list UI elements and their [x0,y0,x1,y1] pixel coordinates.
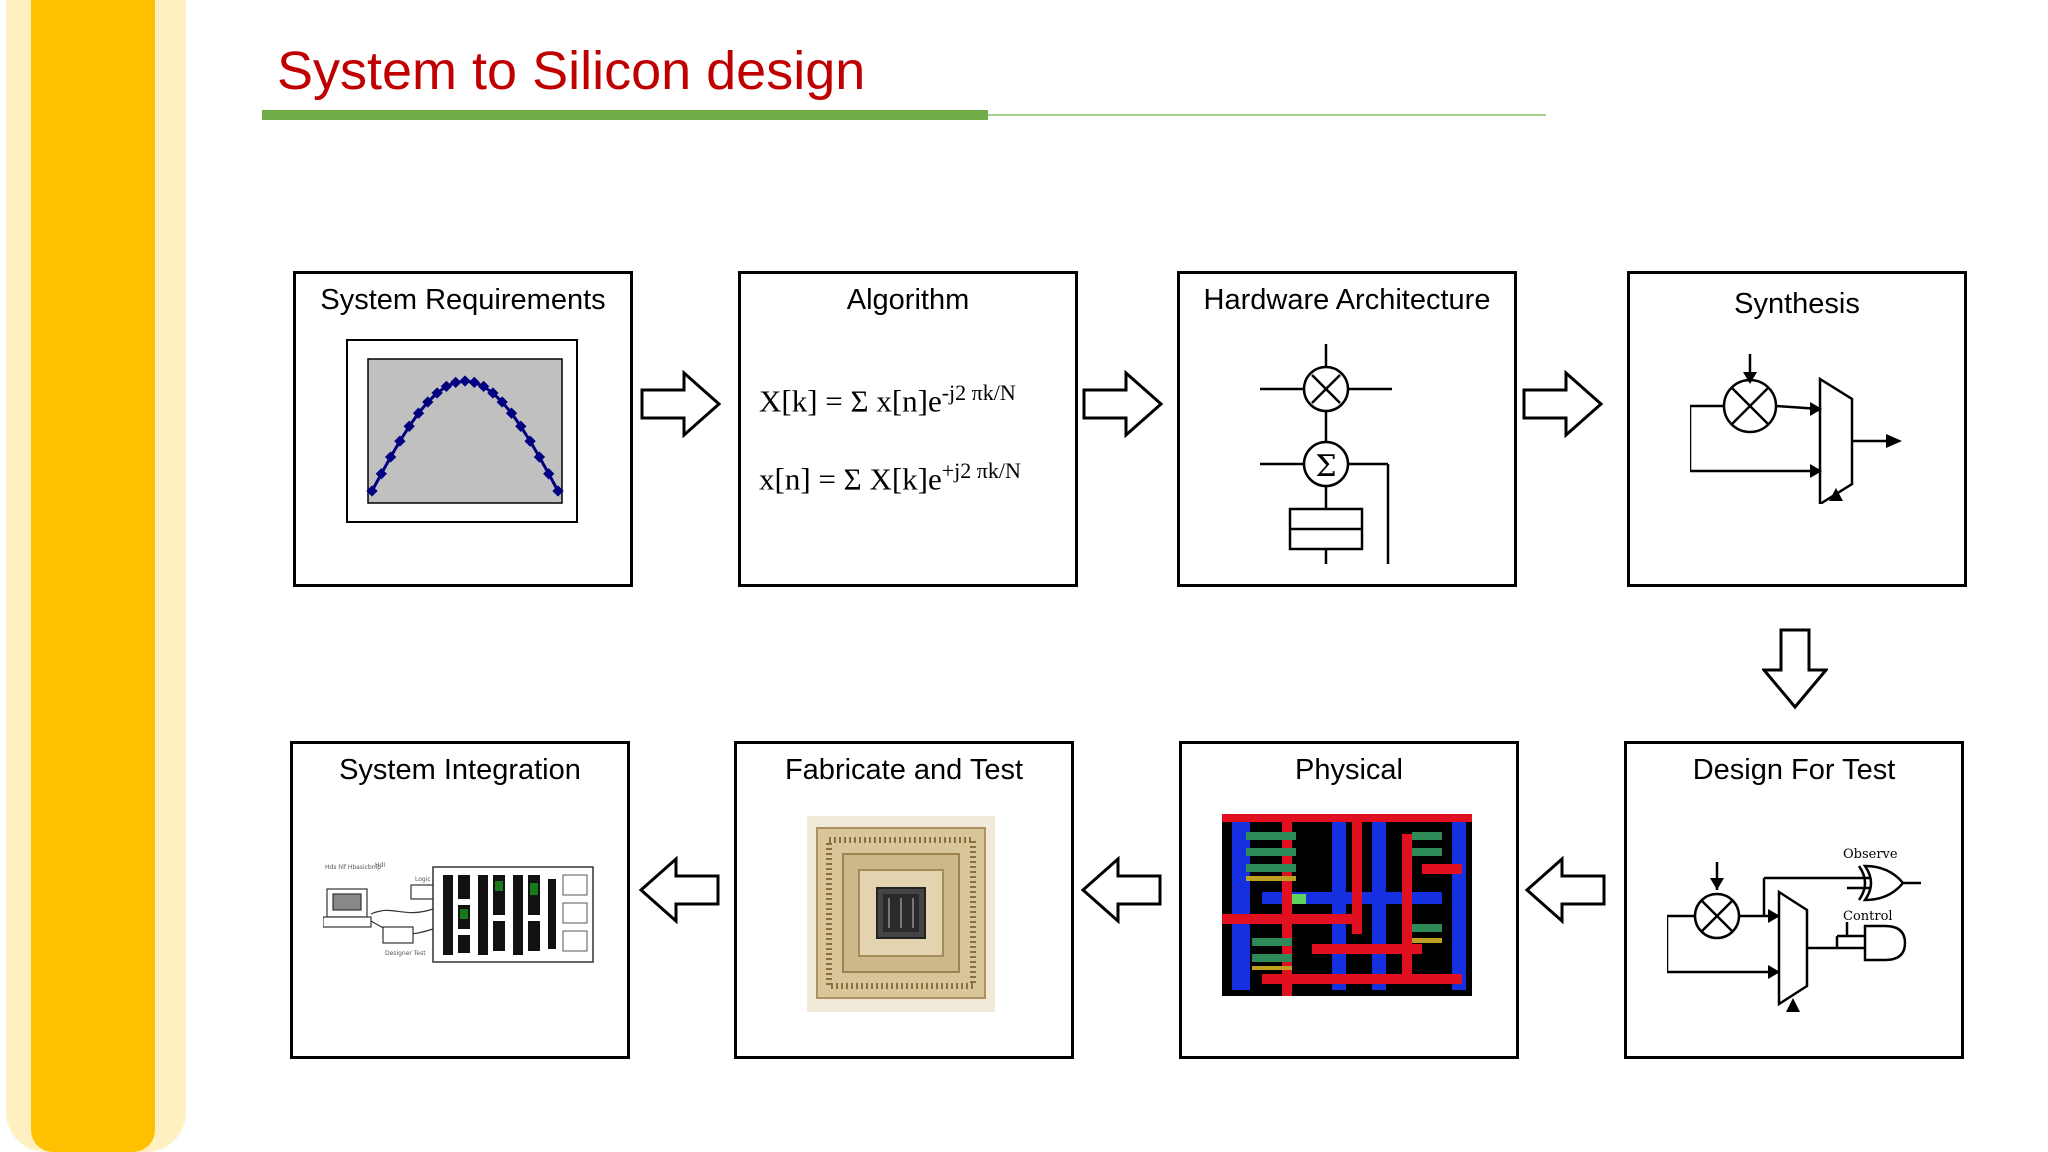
step-label: Algorithm [846,284,970,316]
curve-point [552,485,564,497]
step-label: Hardware Architecture [1203,284,1491,316]
curve-point [533,451,546,463]
step-label: Synthesis [1734,288,1860,320]
curve-point [468,376,480,389]
step-label: System Integration [339,754,581,786]
title-underline [262,110,988,120]
hollow-arrow-left-icon [1524,856,1606,924]
step-label: Design For Test [1692,754,1896,786]
dft-logic-diagram-icon: Observe Control [1667,847,1921,1012]
hollow-arrow-icon [640,370,722,438]
step-hardware-architecture: Hardware Architecture Σ [1177,271,1517,587]
test-board-setup-icon: Hds hlf Hbasicbnlp Hdl Logic Analyzer De… [323,862,594,963]
step-fabricate-and-test: Fabricate and Test [734,741,1074,1059]
svg-text:Designer Test: Designer Test [385,950,426,957]
step-label: Fabricate and Test [784,754,1024,786]
slide-title: System to Silicon design [277,41,866,101]
curve-point [505,407,518,419]
hollow-arrow-icon [1082,370,1164,438]
curve-point [412,407,425,419]
observe-label: Observe [1843,847,1898,862]
curve-point [422,396,434,408]
title-rule [988,114,1546,116]
step-label: Physical [1295,754,1403,786]
idft-formula: x[n] = Σ X[k]e+j2 πk/N [759,458,1021,497]
hollow-arrow-down-icon [1762,628,1828,710]
step-system-integration: System Integration Hds hlf Hbasicbnlp Hd… [290,741,630,1059]
step-physical: Physical [1179,741,1519,1059]
hollow-arrow-icon [1522,370,1604,438]
control-label: Control [1843,909,1893,924]
hollow-arrow-left-icon [1080,856,1162,924]
sine-wave-plot-icon [346,339,578,523]
sidebar-accent [31,0,155,1152]
svg-text:Hdl: Hdl [375,862,385,869]
chip-layout-image-icon [1222,814,1472,996]
dft-formula: X[k] = Σ x[n]e-j2 πk/N [759,380,1016,419]
curve-point [496,396,508,408]
svg-text:Hds hlf Hbasicbnlp: Hds hlf Hbasicbnlp [325,864,381,871]
step-system-requirements: System Requirements [293,271,633,587]
step-label: System Requirements [320,284,606,316]
hollow-arrow-left-icon [638,856,720,924]
multiplier-accumulator-diagram-icon: Σ [1260,344,1392,564]
svg-text:Σ: Σ [1315,449,1336,484]
curve-point [524,435,536,447]
step-design-for-test: Design For Test [1624,741,1964,1059]
chip-package-photo-icon [807,816,995,1012]
curve-point [543,468,555,480]
step-algorithm: Algorithm X[k] = Σ x[n]e-j2 πk/N x[n] = … [738,271,1078,587]
curve-point [450,376,462,389]
step-synthesis: Synthesis [1627,271,1967,587]
synthesized-datapath-diagram-icon [1690,354,1902,504]
